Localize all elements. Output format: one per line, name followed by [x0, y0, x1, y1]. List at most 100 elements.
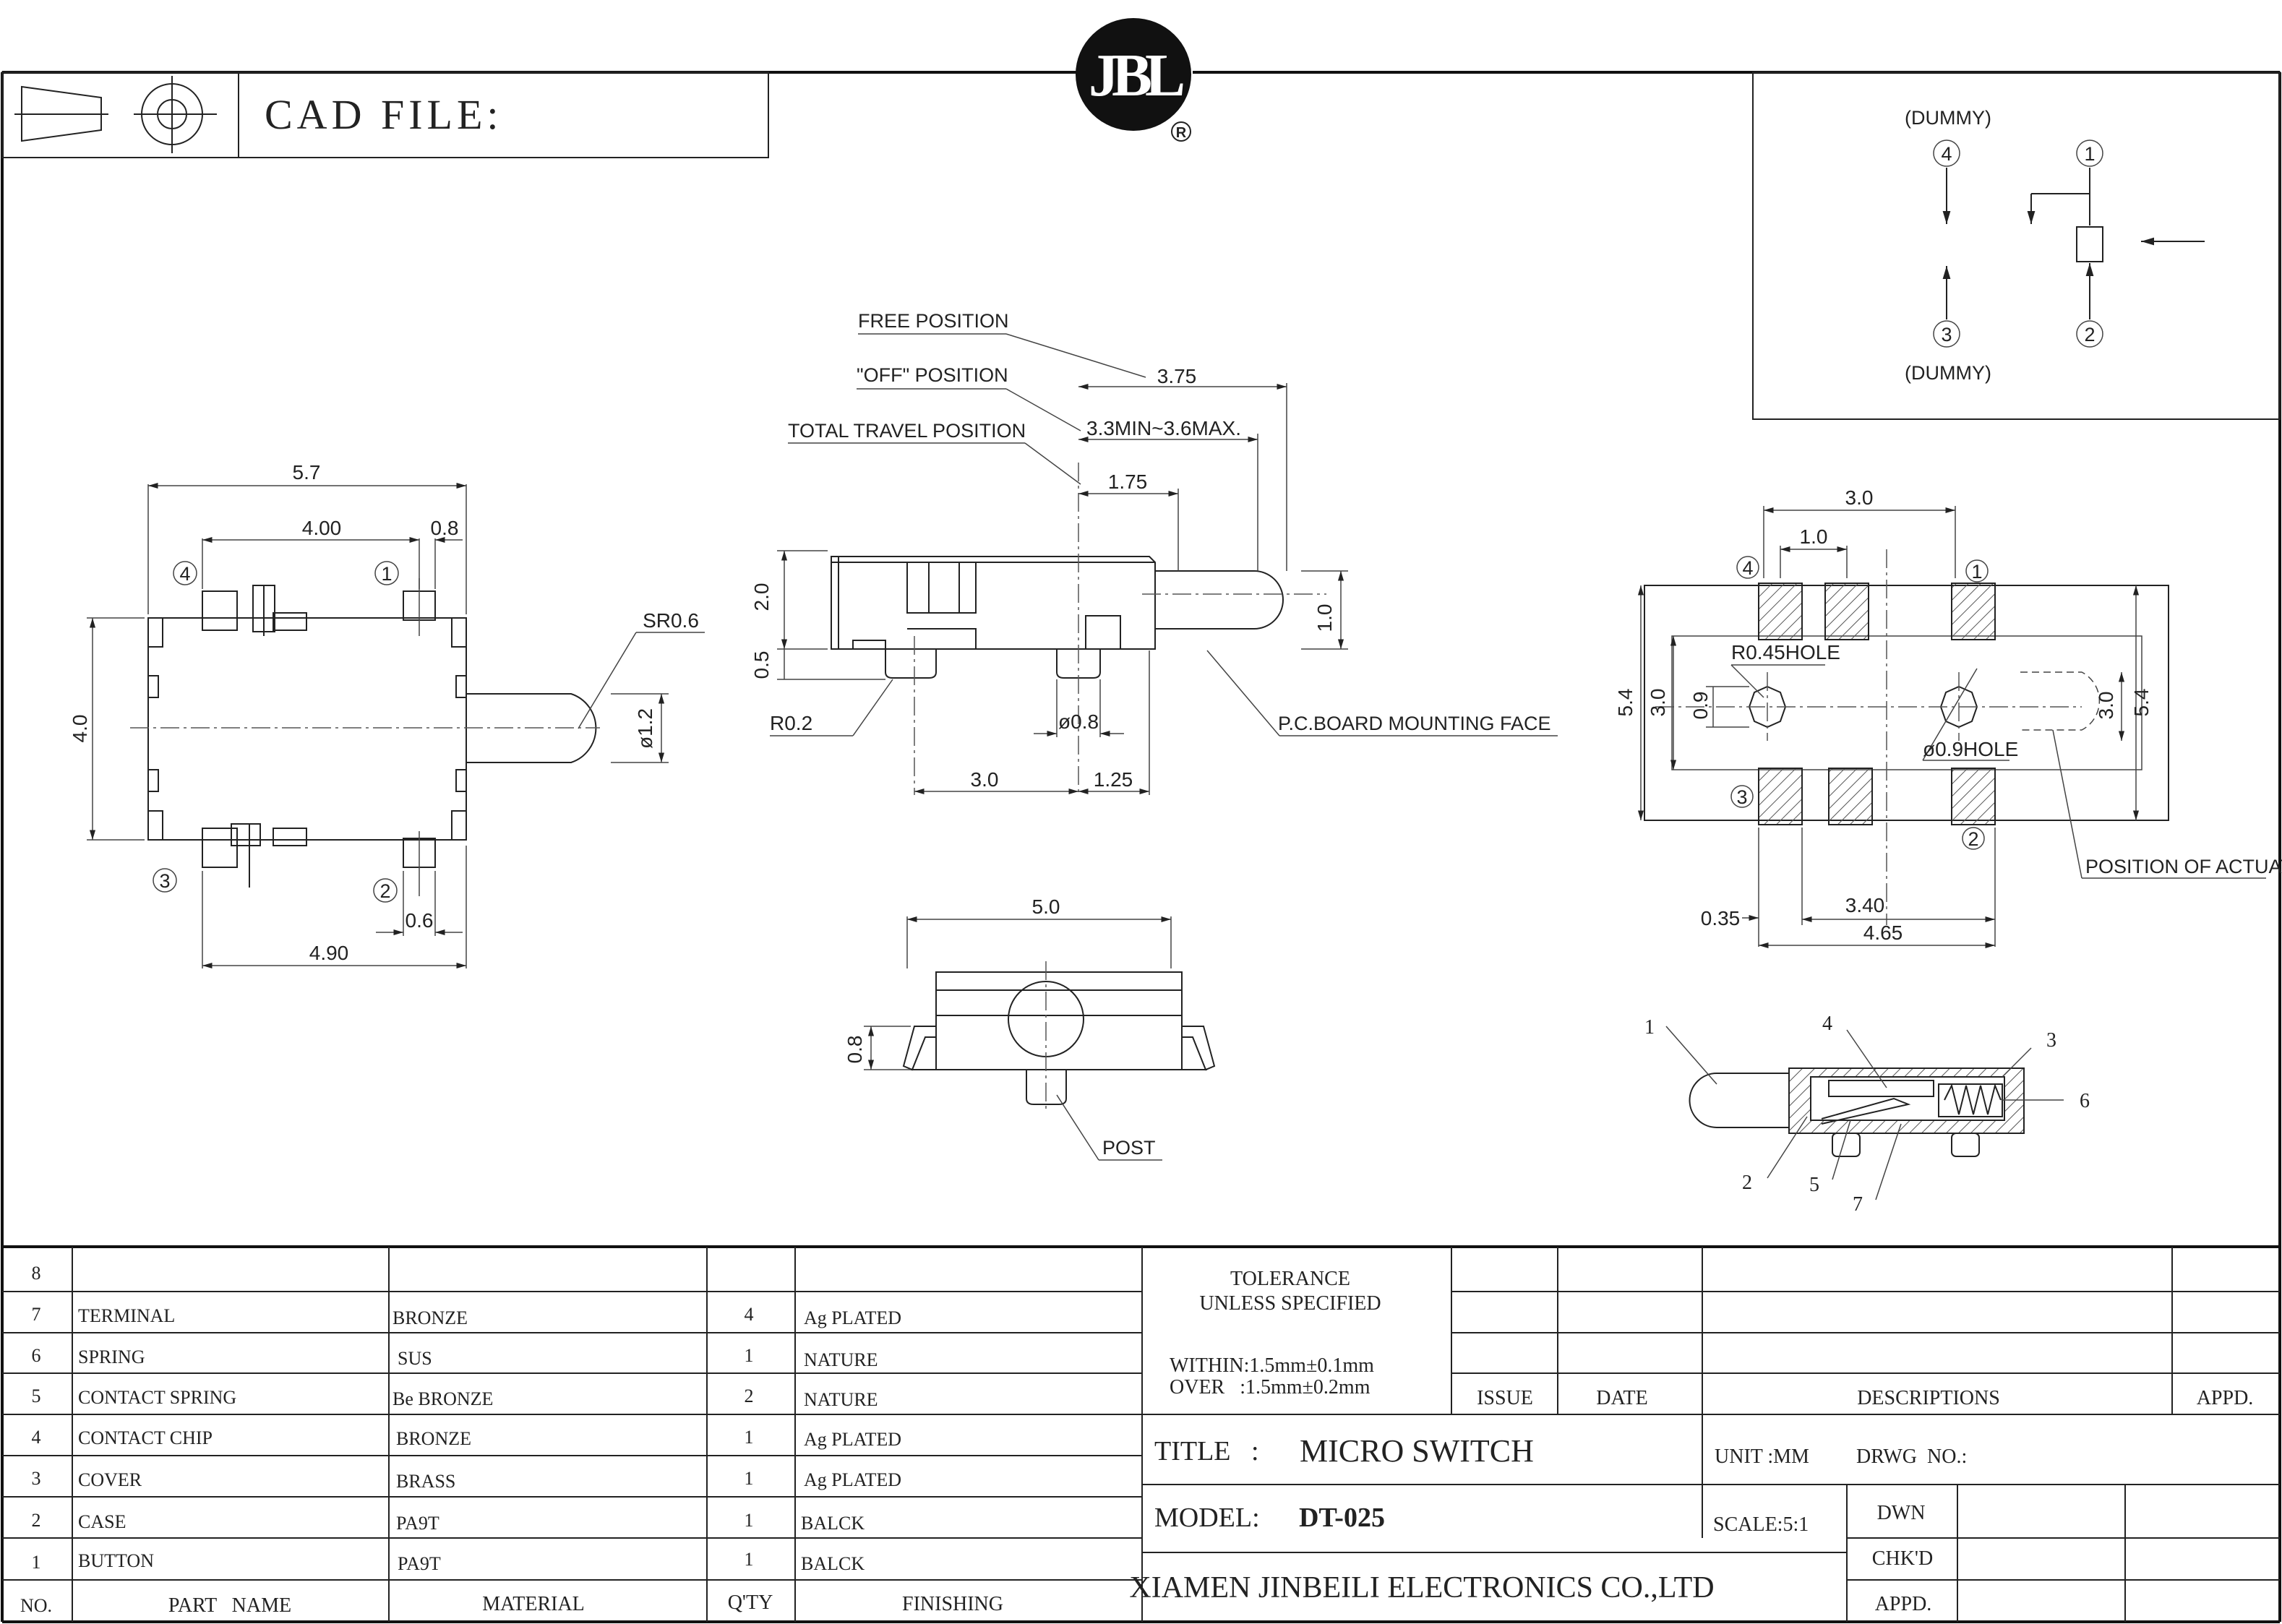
bom-header-qty: Q'TY	[728, 1591, 773, 1614]
callout-3: 3	[2046, 1029, 2056, 1052]
tolerance-line-2: UNLESS SPECIFIED	[1199, 1292, 1381, 1315]
bom-qty: 2	[745, 1385, 754, 1406]
cad-file-box: CAD FILE:	[1, 72, 769, 158]
dim-actuator-dia: ø1.2	[634, 708, 656, 749]
top-view: 5.7 4.00 0.8 4.0 SR0.6 ø1.2 0.6 4.90 4 1…	[69, 461, 705, 969]
tolerance-line-1: TOLERANCE	[1230, 1268, 1350, 1290]
top-view-pin-3: 3	[159, 870, 170, 892]
bom-qty: 1	[745, 1549, 754, 1570]
callout-6: 6	[2080, 1090, 2090, 1112]
label-pcb-face: P.C.BOARD MOUNTING FACE	[1278, 713, 1551, 734]
date-header: DATE	[1596, 1387, 1648, 1409]
dim-bottom-span: 4.90	[309, 942, 349, 964]
bom-no: 8	[32, 1263, 41, 1284]
bom-qty: 1	[745, 1345, 754, 1366]
bom-material: BRONZE	[393, 1307, 468, 1328]
tolerance-within: WITHIN:1.5mm±0.1mm	[1170, 1354, 1374, 1377]
dummy-bottom-label: (DUMMY)	[1905, 362, 1991, 384]
drawing-number-label: DRWG NO.:	[1856, 1445, 1967, 1468]
dim-pcb-span-top: 3.0	[1845, 486, 1874, 509]
dim-pcb-overall-left: 5.4	[1614, 689, 1637, 717]
chkd-label: CHK'D	[1872, 1547, 1933, 1570]
bom-row: 2 CASE PA9T 1 BALCK	[32, 1510, 865, 1534]
bom-no: 7	[32, 1304, 41, 1325]
dim-pcb-inner-left: 3.0	[1647, 689, 1669, 717]
top-view-pin-2: 2	[379, 880, 390, 902]
bom-material: PA9T	[398, 1553, 441, 1574]
bom-material: PA9T	[396, 1513, 439, 1534]
unit-label: UNIT :MM	[1715, 1445, 1809, 1468]
bom-part: CASE	[78, 1511, 126, 1532]
model-value: DT-025	[1299, 1503, 1385, 1533]
bom-row: 1 BUTTON PA9T 1 BALCK	[32, 1549, 865, 1574]
bom-no: 6	[32, 1345, 41, 1366]
bom-finishing: NATURE	[804, 1389, 878, 1410]
dim-pcb-pad-gap: 0.9	[1689, 692, 1712, 720]
dim-actuator-radius: SR0.6	[643, 609, 699, 632]
model-label: MODEL:	[1154, 1503, 1260, 1533]
bom-part: CONTACT CHIP	[78, 1427, 213, 1448]
dim-pcb-inner-right: 3.0	[2095, 692, 2117, 720]
bom-part: TERMINAL	[78, 1305, 175, 1326]
bom-material: BRASS	[396, 1471, 455, 1492]
circuit-schematic: (DUMMY) (DUMMY) 4 1 3 2	[1752, 72, 2281, 420]
dim-pcb-pad-width: 0.35	[1701, 907, 1741, 929]
title-label: TITLE :	[1154, 1436, 1259, 1466]
pcb-layout: 3.0 1.0 5.4 3.0 0.9 R0.45HOLE ø0.9HOLE 3…	[1614, 486, 2282, 949]
dim-pcb-hole-large: ø0.9HOLE	[1923, 738, 2018, 760]
issue-header: ISSUE	[1477, 1387, 1533, 1409]
callout-2: 2	[1742, 1172, 1752, 1194]
bom-no: 4	[32, 1427, 41, 1448]
dim-post-offset: 1.25	[1094, 768, 1133, 791]
bom-finishing: Ag PLATED	[804, 1429, 901, 1450]
appd-label: APPD.	[1875, 1593, 1932, 1615]
bom-material: Be BRONZE	[393, 1388, 493, 1409]
callout-4: 4	[1822, 1013, 1832, 1035]
bom-finishing: Ag PLATED	[804, 1307, 901, 1328]
section-view: 1 4 3 6 2 5 7	[1644, 1013, 2090, 1216]
bom-finishing: BALCK	[801, 1513, 865, 1534]
bom-no: 5	[32, 1385, 41, 1406]
bom-qty: 1	[745, 1510, 754, 1531]
bom-finishing: NATURE	[804, 1349, 878, 1370]
pcb-pin-3: 3	[1736, 786, 1747, 808]
appd-header: APPD.	[2197, 1387, 2254, 1409]
dim-pcb-overall-bottom: 4.65	[1863, 921, 1903, 944]
dim-pcb-center-span: 3.40	[1845, 894, 1885, 916]
dim-off-position: 3.3MIN~3.6MAX.	[1086, 417, 1241, 439]
label-actuator-position: POSITION OF ACTUATOR	[2085, 856, 2282, 877]
bom-header-part: PART NAME	[168, 1594, 291, 1617]
descriptions-header: DESCRIPTIONS	[1857, 1387, 2000, 1409]
dim-post-pitch: 3.0	[971, 768, 999, 791]
dim-top-pin-width: 0.8	[431, 517, 459, 539]
dim-bottom-pin-width: 0.6	[406, 909, 434, 932]
dim-top-height: 4.0	[69, 715, 91, 743]
schematic-pin-3: 3	[1941, 324, 1952, 345]
callout-5: 5	[1809, 1174, 1819, 1196]
label-post: POST	[1102, 1137, 1156, 1159]
dim-front-height: 0.8	[844, 1036, 866, 1064]
side-view: 3.75 3.3MIN~3.6MAX. 1.75 FREE POSITION "…	[750, 310, 1558, 795]
dim-pcb-hole-small: R0.45HOLE	[1731, 641, 1840, 663]
pcb-pin-2: 2	[1968, 828, 1978, 850]
dim-free-position: 3.75	[1157, 365, 1197, 387]
bom-qty: 4	[745, 1304, 754, 1325]
bom-row: 7 TERMINAL BRONZE 4 Ag PLATED	[32, 1304, 902, 1328]
label-free-position: FREE POSITION	[858, 310, 1009, 332]
scale-label: SCALE:5:1	[1713, 1513, 1809, 1536]
front-view: 5.0 0.8 POST	[844, 895, 1216, 1161]
bom-part: SPRING	[78, 1346, 145, 1367]
company-logo: JBL R	[1076, 18, 1191, 142]
schematic-pin-1: 1	[2084, 143, 2095, 165]
callout-1: 1	[1644, 1016, 1655, 1039]
label-total-travel: TOTAL TRAVEL POSITION	[788, 420, 1026, 442]
dim-top-pin-span: 4.00	[302, 517, 342, 539]
bom-row: 8	[32, 1263, 41, 1284]
bom-row: 3 COVER BRASS 1 Ag PLATED	[32, 1468, 902, 1492]
bom-no: 3	[32, 1468, 41, 1489]
dim-travel: 1.75	[1108, 471, 1148, 493]
schematic-pin-2: 2	[2084, 324, 2095, 345]
pcb-pin-1: 1	[1971, 561, 1982, 583]
dim-standoff: 0.5	[750, 651, 773, 679]
